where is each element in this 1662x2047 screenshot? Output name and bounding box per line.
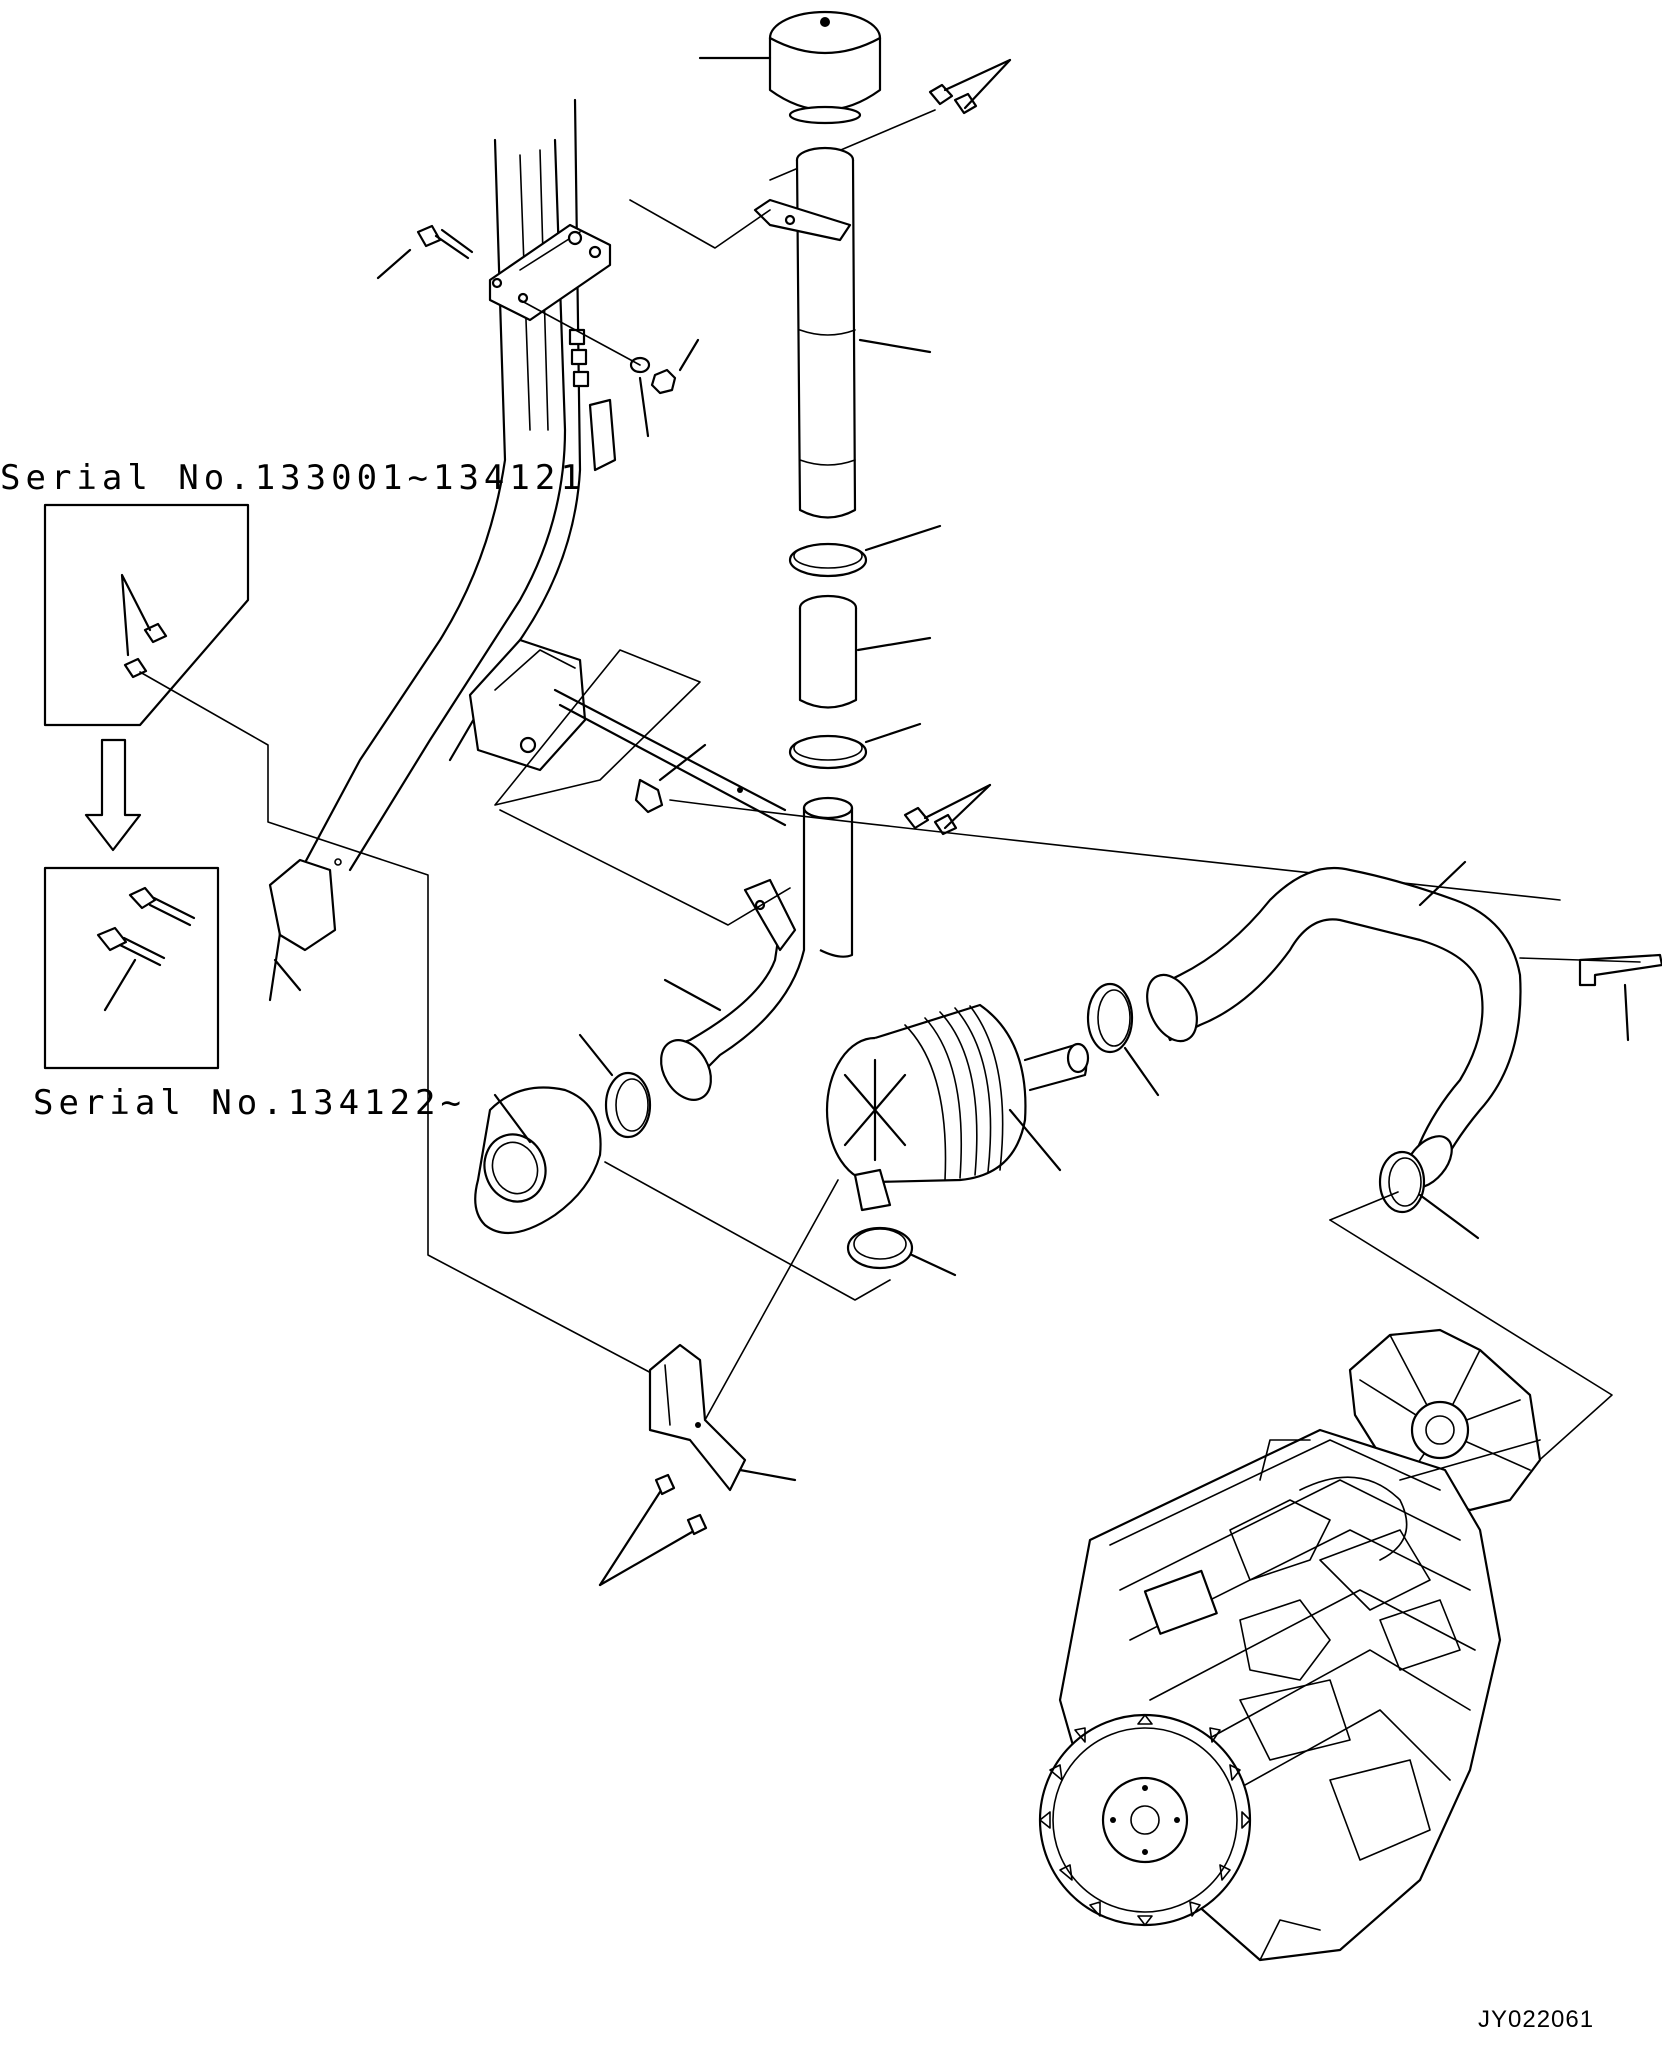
mounting-bracket xyxy=(598,1179,839,1587)
engine-assembly xyxy=(1038,1328,1542,1962)
bolts-upper-right xyxy=(769,58,1012,181)
drawing-number: JY022061 xyxy=(1478,2006,1595,2033)
precleaner-cap xyxy=(698,10,882,125)
serial-box-old xyxy=(43,503,656,1376)
intake-tube xyxy=(629,146,932,519)
arrow-down-icon xyxy=(84,738,142,852)
cab-frame xyxy=(268,98,617,1002)
hose-clamp-1 xyxy=(788,524,942,578)
inlet-hose-elbow xyxy=(474,1086,891,1301)
hose-clamp-2 xyxy=(788,722,922,770)
connector-hose xyxy=(798,594,932,709)
serial-range-new-label: Serial No.134122~ xyxy=(33,1083,466,1123)
mid-frame-mount xyxy=(468,638,1561,901)
intake-elbow xyxy=(499,796,854,1101)
air-cleaner xyxy=(825,1003,1090,1212)
hose-clamp-4 xyxy=(846,1226,957,1277)
intake-pipe-large xyxy=(1146,860,1662,1189)
bolt-upper-left xyxy=(376,224,474,280)
serial-range-old-label: Serial No.133001~134121 xyxy=(0,458,586,498)
hose-clamp-3 xyxy=(578,1033,652,1139)
washer-nut xyxy=(519,299,700,438)
upper-bracket xyxy=(488,223,612,322)
serial-box-new xyxy=(43,866,220,1070)
hose-clamp-5 xyxy=(1086,982,1160,1097)
bolts-mid-right xyxy=(903,783,992,836)
